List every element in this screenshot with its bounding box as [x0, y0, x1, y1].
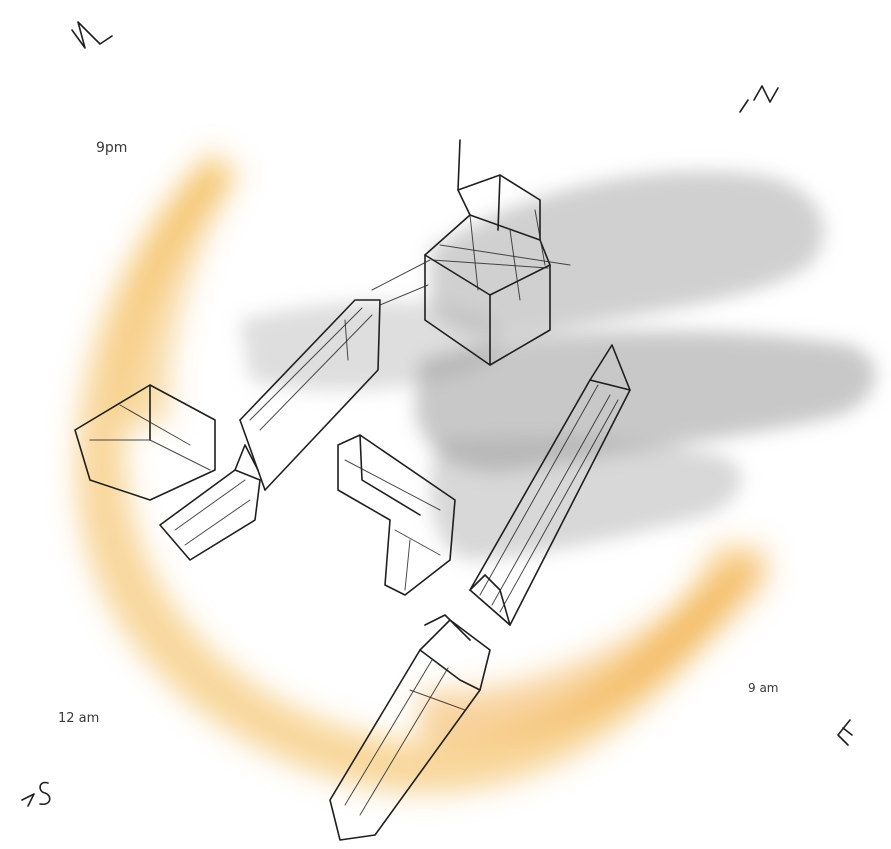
time-label-9am: 9 am: [748, 681, 779, 695]
shadow-wash: [240, 171, 875, 560]
compass-north: N: [740, 86, 778, 121]
southwest-block: [160, 445, 260, 560]
time-label-12am: 12 am: [58, 711, 99, 726]
north-arrow-icon: [740, 100, 748, 112]
time-label-9pm: 9pm: [96, 140, 127, 156]
compass-south: S: [22, 783, 50, 821]
compass-east: E: [838, 720, 852, 761]
south-arrow-icon: [22, 794, 34, 806]
compass-west: W: [62, 22, 112, 63]
